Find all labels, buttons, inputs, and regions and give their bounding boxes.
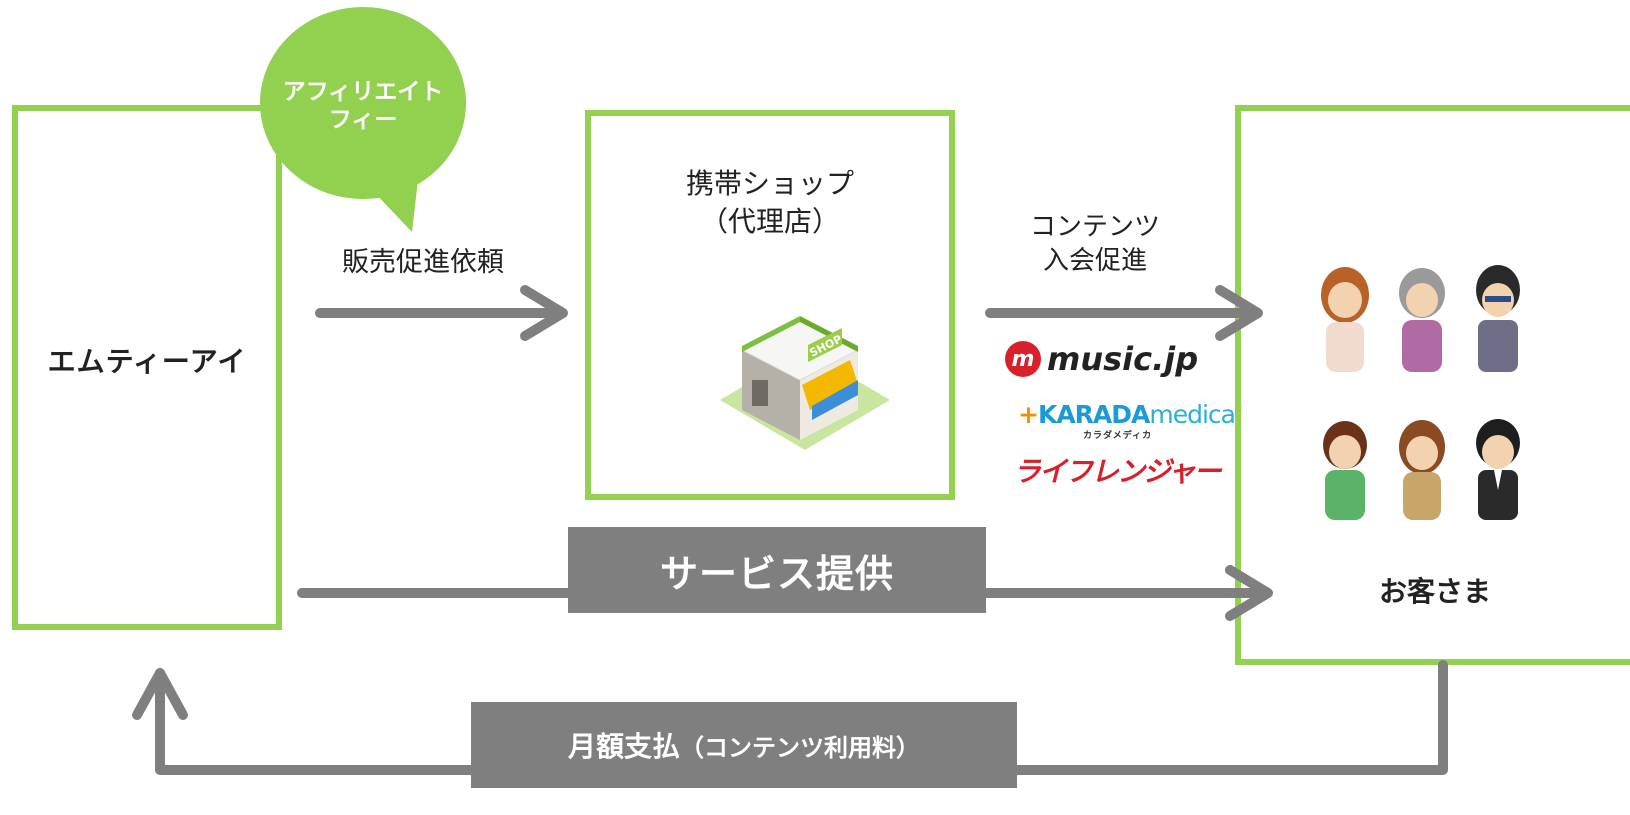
content-promo-line1: コンテンツ [1029, 212, 1160, 242]
music-jp-logo: m music.jp [1005, 340, 1198, 378]
payment-label-box: 月額支払（コンテンツ利用料） [471, 702, 1017, 788]
karada-tail: medica [1149, 400, 1236, 429]
businessman-icon [1476, 419, 1520, 520]
service-arrow [297, 565, 1273, 621]
content-promo-label: コンテンツ 入会促進 [990, 210, 1200, 278]
payment-label-main: 月額支払 [567, 730, 680, 763]
mti-box [12, 105, 282, 630]
music-jp-mark: m [1005, 341, 1041, 377]
customers-label: お客さま [1378, 575, 1491, 608]
promotion-label: 販売促進依頼 [342, 247, 504, 278]
life-ranger-logo: ライフレンジャー [1013, 455, 1222, 488]
affiliate-fee-line2: フィー [328, 107, 398, 133]
payment-label-sub: （コンテンツ利用料） [680, 733, 920, 762]
service-label: サービス提供 [659, 551, 894, 596]
girl-icon [1399, 420, 1445, 520]
boy-icon [1323, 421, 1367, 520]
affiliate-fee-bubble [260, 7, 466, 232]
content-promo-arrow [985, 285, 1263, 341]
service-label-box: サービス提供 [568, 527, 986, 613]
karada-sub: カラダメディカ [1083, 431, 1153, 441]
mti-name: エムティーアイ [47, 345, 247, 378]
promotion-arrow [315, 285, 568, 341]
shop-box [585, 110, 955, 500]
grandmother-icon [1399, 268, 1445, 372]
affiliate-fee-label: アフィリエイト フィー [258, 78, 468, 134]
woman-icon [1321, 267, 1369, 372]
shop-title: 携帯ショップ （代理店） [585, 165, 955, 241]
karada-plus: + [1018, 400, 1039, 429]
karada-main: KARADA [1037, 400, 1150, 429]
customers-box [1235, 105, 1630, 665]
man-glasses-icon [1476, 265, 1520, 372]
content-promo-line2: 入会促進 [1042, 246, 1147, 276]
shop-title-line1: 携帯ショップ [685, 167, 854, 200]
karada-medica-logo: +KARADAmedica カラダメディカ [1018, 400, 1236, 441]
shop-building-icon: SHOP [720, 316, 890, 450]
affiliate-fee-line1: アフィリエイト [282, 79, 444, 105]
music-jp-text: music.jp [1047, 340, 1199, 378]
shop-title-line2: （代理店） [699, 205, 840, 238]
